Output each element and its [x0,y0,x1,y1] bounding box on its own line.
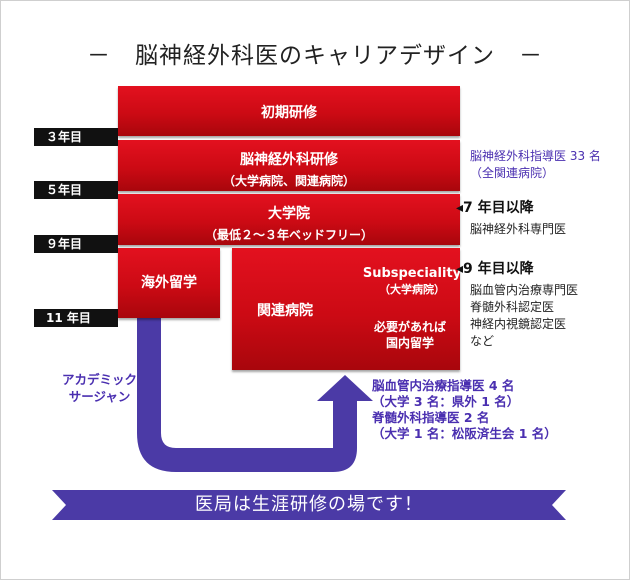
year9-note-line: 神経内視鏡認定医 [470,317,567,331]
year-marker-3: ３年目 [34,128,118,146]
year9-note-line: など [470,334,495,348]
box-neurosurgery-training: 脳神経外科研修 （大学病院、関連病院） [118,140,460,191]
box-related-hospital: 関連病院 [232,248,460,370]
year9-note: ◂9 年目以降 脳血管内治療専門医 脊髄外科認定医 神経内視鏡認定医 など [456,261,579,348]
instructor-counts-note: 脳血管内治療指導医 4 名 （大学 3 名：県外 1 名） 脊髄外科指導医 2 … [372,378,557,441]
subspeciality-label: Subspeciality （大学病院） [362,266,462,296]
box-initial-training: 初期研修 [118,86,460,136]
year-marker-11: 11 年目 [34,309,118,327]
academic-surgeon-label: アカデミック サージャン [62,372,138,404]
domestic-study-label: 必要があれば 国内留学 [373,320,446,350]
instructors-note: 脳神経外科指導医 33 名 （全関連病院） [470,149,601,180]
year-marker-9: ９年目 [34,235,118,253]
banner-text: 医局は生涯研修の場です！ [195,494,423,515]
box-study-abroad: 海外留学 [118,248,220,318]
year9-note-line: 脊髄外科認定医 [470,300,555,314]
year9-note-line: 脳血管内治療専門医 [470,283,579,297]
year7-note: ◂7 年目以降 脳神経外科専門医 [456,200,567,236]
box-graduate-school: 大学院 （最低２～３年ベッドフリー） [118,194,460,245]
year-marker-5: ５年目 [34,181,118,199]
academic-path-arrow [137,310,373,472]
diagram-title: － 脳神経外科医のキャリアデザイン － [87,43,543,69]
banner-ribbon [52,490,566,520]
